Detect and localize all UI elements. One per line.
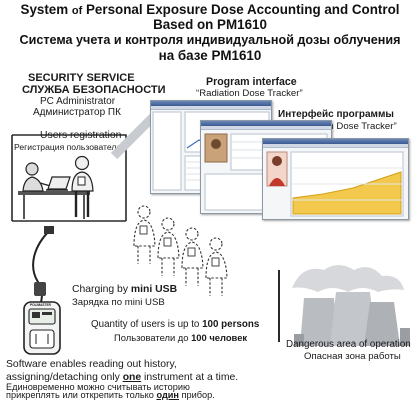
users-quantity-en: Quantity of users is up to 100 persons: [91, 319, 260, 330]
danger-area-label-ru: Опасная зона работы: [304, 351, 401, 362]
registration-label-ru: Регистрация пользователей: [14, 142, 126, 152]
title-ru-line2: на базе PM1610: [158, 48, 262, 63]
security-heading-en: SECURITY SERVICE: [28, 72, 135, 84]
pm1610-device-icon: [22, 300, 62, 356]
software-note-en-2: assigning/detaching only one instrument …: [6, 372, 239, 383]
screenshot-window-3: [262, 138, 409, 220]
users-queue: [133, 205, 228, 296]
device-drawing: [23, 301, 61, 355]
program-name-en: “Radiation Dose Tracker”: [196, 88, 303, 99]
security-heading-ru: СЛУЖБА БЕЗОПАСНОСТИ: [22, 84, 166, 96]
nuclear-plant-drawing: [292, 265, 410, 346]
admin-label-en: PC Administrator: [40, 96, 116, 107]
program-label-ru: Интерфейс программы: [278, 109, 394, 120]
title-ru: Система учета и контроля индивидуальной …: [19, 33, 401, 47]
charging-label-ru: Зарядка по mini USB: [72, 297, 165, 308]
program-label-en: Program interface: [206, 76, 297, 88]
booth-drawing: [11, 134, 127, 222]
charging-label-en: Charging by mini USB: [72, 284, 178, 295]
window3-content: [266, 151, 404, 217]
device-brand: POLIMASTER: [30, 303, 51, 307]
danger-area-label-en: Dangerous area of operation: [286, 339, 411, 350]
admin-label-ru: Администратор ПК: [33, 107, 121, 118]
title-en: System of Personal Exposure Dose Account…: [20, 2, 400, 17]
registration-label-en: Users registration: [40, 130, 122, 141]
usb-cable: [32, 226, 54, 309]
software-note-ru-1: Единовременно можно считывать историю: [6, 382, 190, 392]
software-note-ru-2: прикреплять или открепить только один пр…: [6, 390, 215, 400]
title-en-line2: Based on PM1610: [153, 17, 267, 32]
registration-booth: [10, 127, 128, 223]
users-quantity-ru: Пользователи до 100 человек: [114, 332, 248, 343]
program-name-ru: “Radiation Dose Tracker”: [290, 121, 397, 132]
software-note-en-1: Software enables reading out history,: [6, 359, 177, 370]
danger-area-divider: [278, 270, 280, 342]
